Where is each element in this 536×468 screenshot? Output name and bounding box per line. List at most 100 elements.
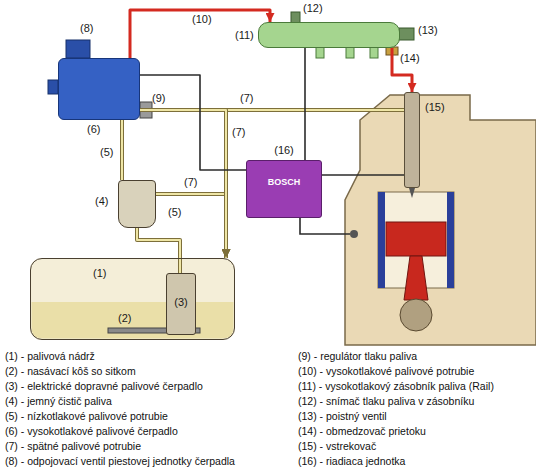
legend-text: (4) - jemný čistič paliva <box>5 395 112 408</box>
piston <box>386 222 446 256</box>
connector-line <box>304 48 306 160</box>
legend-row: (7) - spätné palivové potrubie <box>5 440 141 453</box>
callout-number: (16) <box>274 144 294 157</box>
connecting-rod <box>404 256 428 300</box>
callout-number: (14) <box>400 52 420 65</box>
sensor-symbol <box>350 230 358 238</box>
engine-block <box>345 95 536 345</box>
injector: (15) <box>404 92 420 188</box>
connector-line <box>137 228 180 273</box>
fuel-filter: (4) <box>118 180 156 228</box>
legend-row: (13) - poistný ventil <box>298 410 387 423</box>
high-pressure-pump: (6) <box>58 58 140 120</box>
legend-text: (10) - vysokotlakové palivové potrubie <box>298 365 474 378</box>
crankshaft <box>400 299 432 331</box>
high-pressure-line <box>130 10 270 58</box>
signal-wire <box>322 175 404 176</box>
callout-number: (8) <box>80 22 93 35</box>
return-line <box>156 194 226 258</box>
cylinder-liner <box>447 192 454 288</box>
callout-holder: (7) <box>184 176 197 189</box>
legend-text: (3) - elektrické dopravné palivové čerpa… <box>5 380 203 393</box>
callout-holder: (7) <box>232 126 245 139</box>
callout-number: (7) <box>232 126 245 139</box>
callout-number: (10) <box>192 13 212 26</box>
legend-text: (13) - poistný ventil <box>298 410 387 423</box>
sensor-wire <box>300 218 350 234</box>
connector-line <box>130 10 270 58</box>
callout-number: (11) <box>235 29 254 42</box>
legend-text: (15) - vstrekovač <box>298 440 376 453</box>
connector-core <box>137 228 180 273</box>
valve-symbol <box>66 40 90 58</box>
legend-text: (11) - vysokotlakový zásobník paliva (Ra… <box>298 380 494 393</box>
injector-tip <box>409 188 415 198</box>
connector-core <box>156 194 226 258</box>
callout-number: (6) <box>87 123 100 136</box>
low-pressure-line <box>122 120 123 180</box>
callout-number: (12) <box>303 2 323 15</box>
fuel-tank: (1) (3) <box>30 258 235 340</box>
legend-text: (2) - nasávací kôš so sitkom <box>5 365 136 378</box>
legend-text: (8) - odpojovací ventil piestovej jednot… <box>5 455 235 468</box>
legend-row: (3) - elektrické dopravné palivové čerpa… <box>5 380 203 393</box>
legend-row: (10) - vysokotlakové palivové potrubie <box>298 365 474 378</box>
legend-text: (1) - palivová nádrž <box>5 350 95 363</box>
callout-number: (7) <box>184 176 197 189</box>
fuel-level <box>32 302 234 339</box>
return-line <box>226 110 404 258</box>
callout-number: (5) <box>168 206 181 219</box>
callout-number: (9) <box>152 92 165 105</box>
signal-wire <box>305 48 306 160</box>
legend-row: (4) - jemný čistič paliva <box>5 395 112 408</box>
legend-row: (12) - snímač tlaku paliva v zásobníku <box>298 395 474 408</box>
legend-text: (12) - snímač tlaku paliva v zásobníku <box>298 395 474 408</box>
legend-row: (11) - vysokotlakový zásobník paliva (Ra… <box>298 380 494 393</box>
callout-holder: (13) <box>418 24 438 37</box>
callout-holder: (7) <box>240 92 253 105</box>
callout-number: (3) <box>174 296 187 309</box>
legend-row: (15) - vstrekovač <box>298 440 376 453</box>
legend-text: (6) - vysokotlakové palivové čerpadlo <box>5 425 178 438</box>
legend-row: (16) - riadiaca jednotka <box>298 455 405 468</box>
brand-label: BOSCH <box>268 176 301 189</box>
callout-holder: (9) <box>152 92 165 105</box>
callout-holder: (5) <box>100 146 113 159</box>
legend-text: (9) - regulátor tlaku paliva <box>298 350 417 363</box>
valve-symbol <box>399 28 414 40</box>
legend-row: (2) - nasávací kôš so sitkom <box>5 365 136 378</box>
legend-row: (8) - odpojovací ventil piestovej jednot… <box>5 455 235 468</box>
legend-row: (9) - regulátor tlaku paliva <box>298 350 417 363</box>
connector-line <box>140 75 246 170</box>
legend-row: (6) - vysokotlakové palivové čerpadlo <box>5 425 178 438</box>
control-unit: (16)BOSCH <box>246 160 322 218</box>
legend-text: (16) - riadiaca jednotka <box>298 455 405 468</box>
callout-holder: (12) <box>303 2 323 15</box>
pump-fitting <box>48 80 58 94</box>
callout-holder: (10) <box>192 13 212 26</box>
legend-row: (1) - palivová nádrž <box>5 350 95 363</box>
connector-line <box>226 110 404 258</box>
callout-number: (13) <box>418 24 438 37</box>
callout-number: (7) <box>240 92 253 105</box>
legend-text: (7) - spätné palivové potrubie <box>5 440 141 453</box>
legend-text: (5) - nízkotlakové palivové potrubie <box>5 410 168 423</box>
callout-holder: (14) <box>400 52 420 65</box>
callout-holder: (8) <box>80 22 93 35</box>
callout-holder: (5) <box>168 206 181 219</box>
connector-line <box>156 194 226 258</box>
legend-row: (5) - nízkotlakové palivové potrubie <box>5 410 168 423</box>
callout-number: (4) <box>95 195 108 208</box>
fuel-rail: (11) <box>258 22 400 48</box>
legend-text: (14) - obmedzovač prietoku <box>298 425 426 438</box>
callout-number: (15) <box>425 101 445 114</box>
low-pressure-line <box>137 228 180 273</box>
callout-number: (1) <box>93 267 106 280</box>
legend-row: (14) - obmedzovač prietoku <box>298 425 426 438</box>
connector-core <box>226 110 404 258</box>
connector-line <box>120 120 124 180</box>
callout-number: (5) <box>100 146 113 159</box>
feed-pump: (3) <box>166 273 196 335</box>
callout-number: (2) <box>118 312 131 325</box>
